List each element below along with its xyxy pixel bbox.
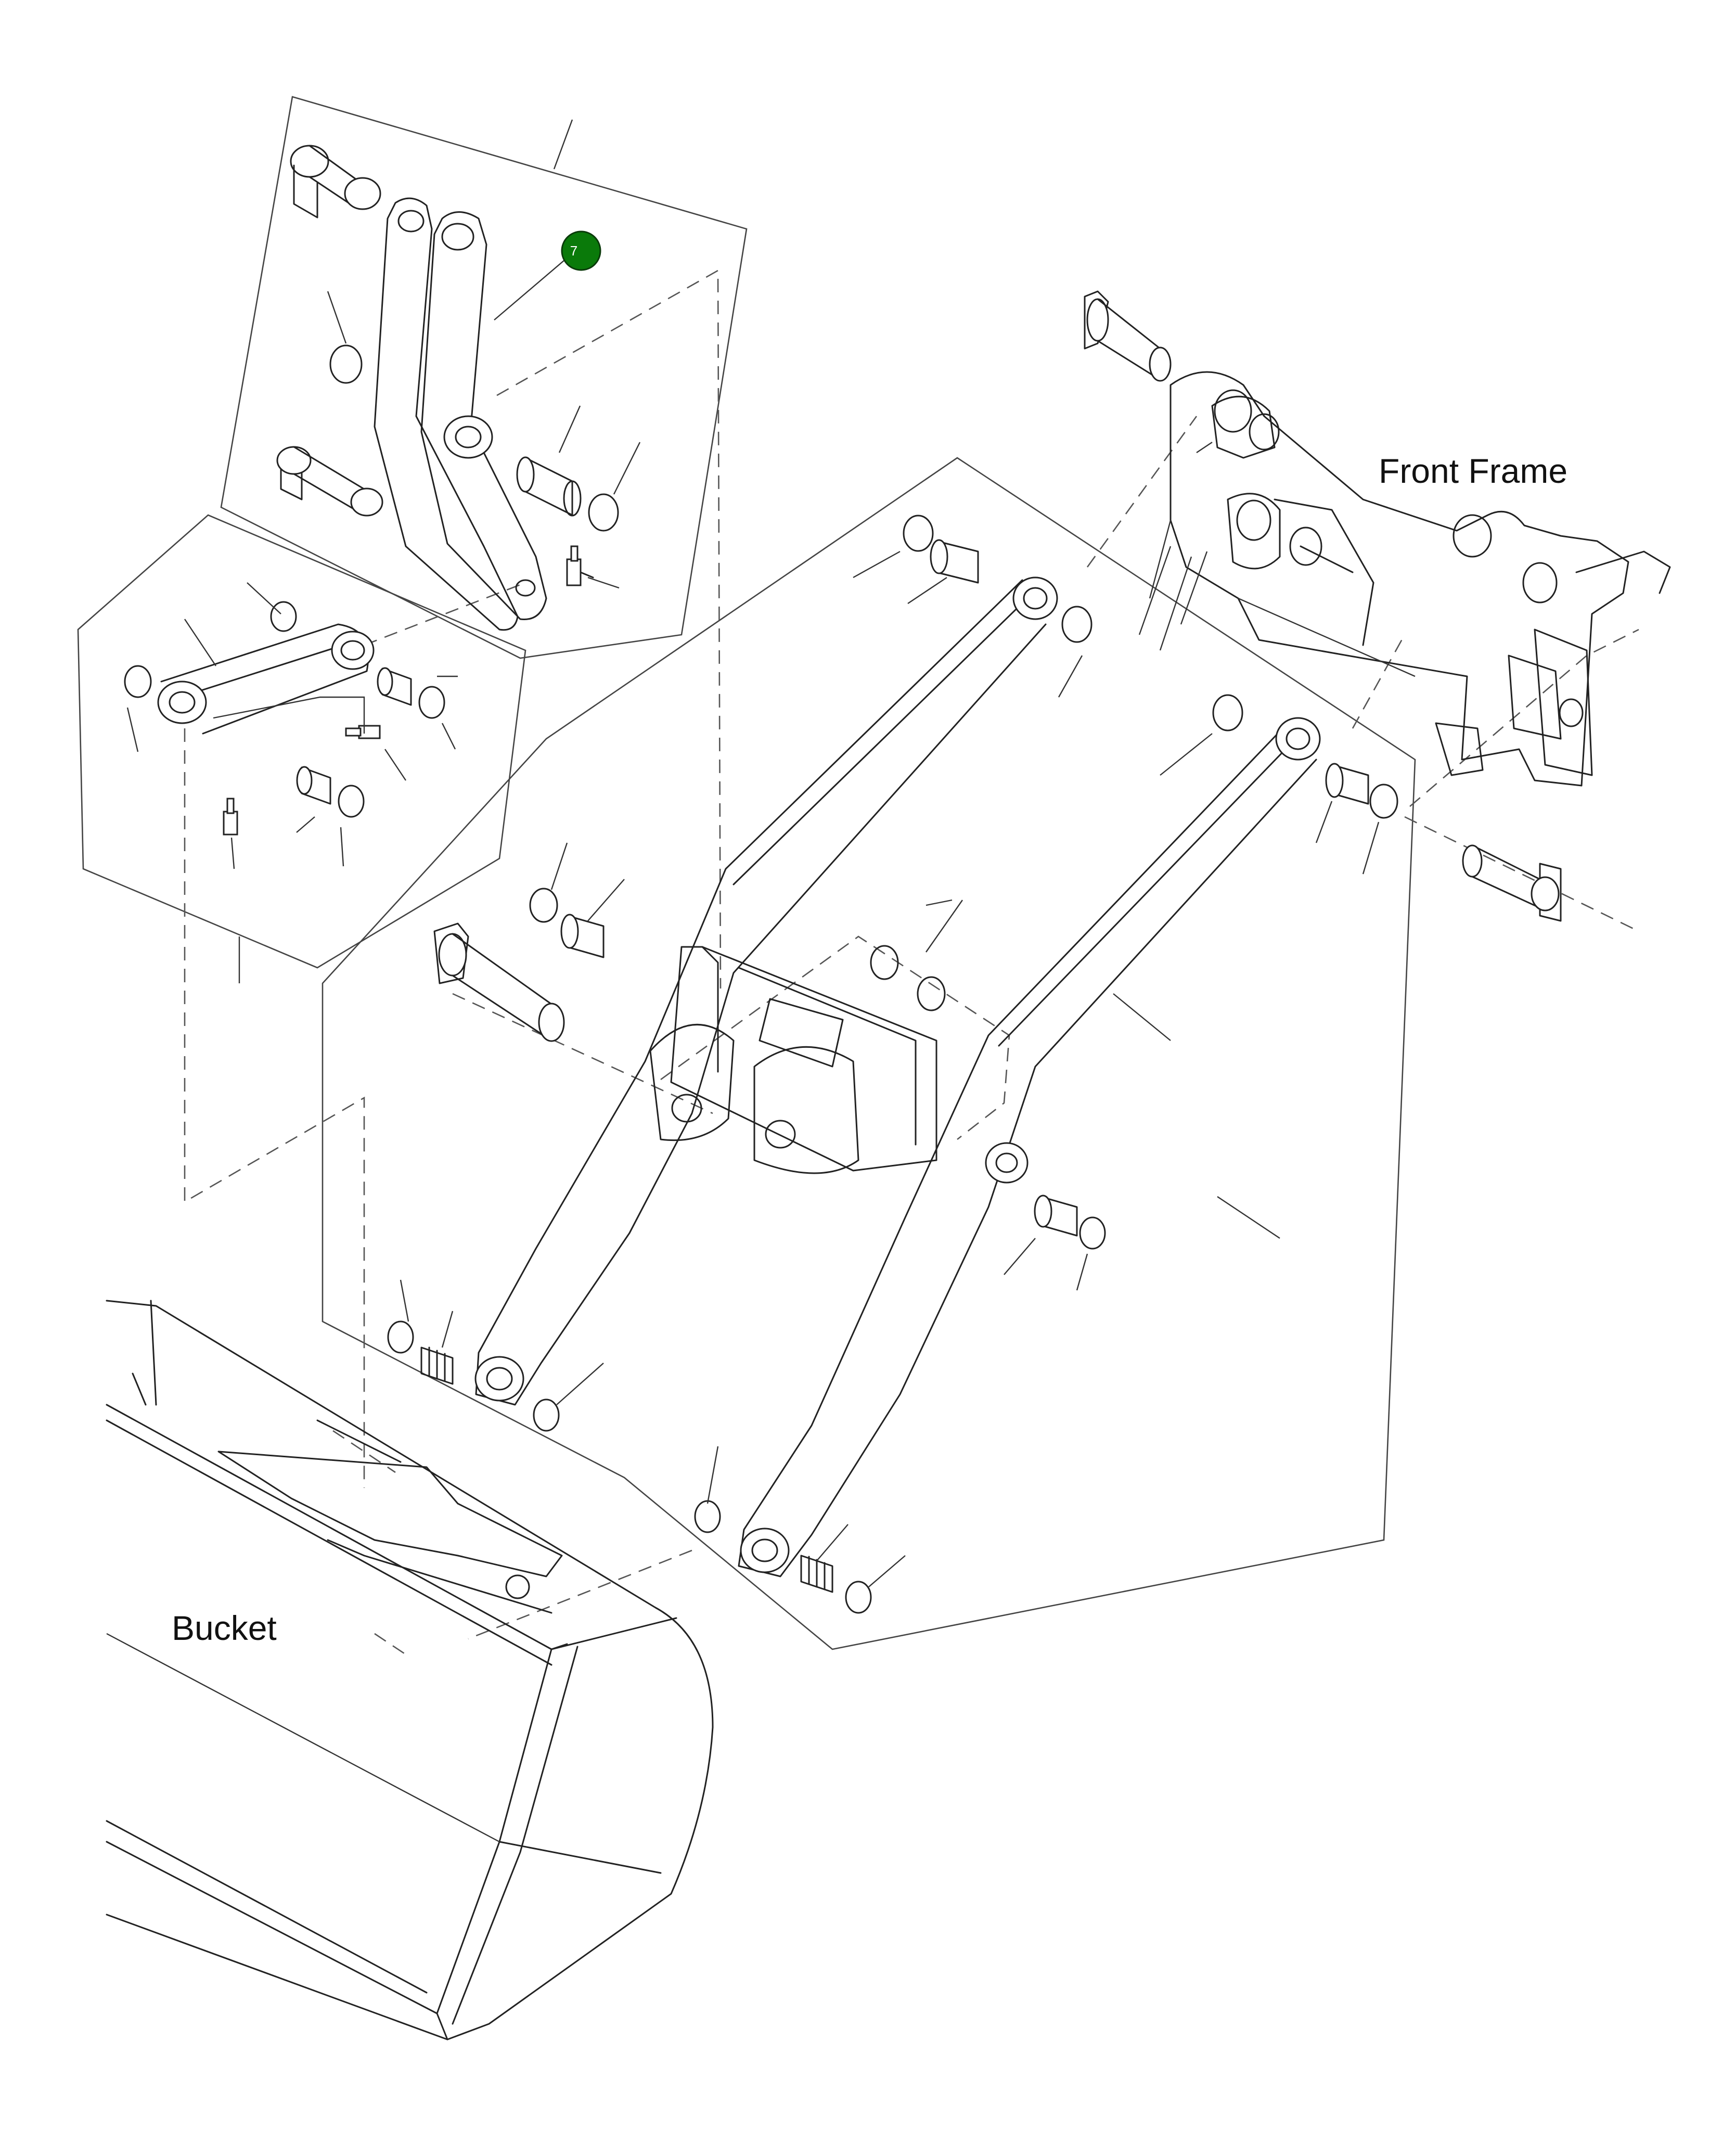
snap-ring	[1369, 784, 1398, 819]
bushing	[1034, 1195, 1078, 1237]
tilt-link	[157, 623, 375, 735]
snap-ring	[387, 1320, 414, 1354]
snap-ring	[1061, 606, 1093, 643]
snap-ring	[845, 1581, 872, 1614]
cross-tube	[649, 946, 937, 1174]
callout-7[interactable]: 7	[561, 230, 601, 271]
bushing	[1325, 763, 1369, 805]
lift-arm-left	[474, 576, 1058, 1406]
callout-badge[interactable]	[561, 230, 601, 271]
snap-ring	[418, 686, 445, 719]
tilt-link-panel	[77, 514, 526, 969]
bushing	[377, 667, 412, 706]
snap-ring	[588, 493, 619, 532]
grease-fitting	[223, 798, 238, 836]
seal	[800, 1555, 833, 1593]
bushing	[560, 914, 605, 958]
bucket-label: Bucket	[172, 1609, 277, 1647]
bushing	[296, 766, 331, 805]
seal	[420, 1346, 454, 1385]
snap-ring	[903, 515, 934, 552]
bellcrank-upper-pin	[290, 145, 381, 219]
front-frame-label: Front Frame	[1379, 452, 1567, 490]
grease-fitting	[566, 545, 594, 586]
frame-pin-bottom	[1462, 844, 1562, 922]
snap-ring	[1079, 1216, 1106, 1250]
callout-number: 7	[570, 243, 577, 259]
snap-ring	[917, 976, 946, 1011]
bellcrank-assembly	[276, 119, 641, 631]
snap-ring	[694, 1500, 721, 1533]
snap-ring	[124, 665, 152, 698]
snap-ring	[533, 1398, 560, 1432]
bushing	[516, 456, 582, 517]
bucket	[106, 1300, 714, 2040]
snap-ring	[529, 888, 558, 923]
grease-fitting	[345, 725, 381, 739]
lift-arm-assembly	[387, 515, 1398, 1614]
bellcrank-lower-pin	[276, 446, 383, 517]
snap-ring	[329, 344, 363, 384]
lift-arm-pin	[433, 922, 565, 1042]
bushing	[930, 539, 979, 584]
lift-arm-right	[738, 717, 1321, 1577]
bellcrank-plates	[374, 197, 547, 631]
lift-arm-panel	[322, 457, 1416, 1650]
bellcrank-panel	[220, 96, 748, 659]
snap-ring	[870, 945, 899, 980]
snap-ring	[1212, 694, 1243, 732]
tilt-link-assembly	[124, 582, 458, 983]
frame-pin-top	[1084, 290, 1172, 382]
snap-ring	[270, 601, 297, 632]
snap-ring	[338, 785, 365, 818]
front-frame	[1084, 290, 1671, 922]
